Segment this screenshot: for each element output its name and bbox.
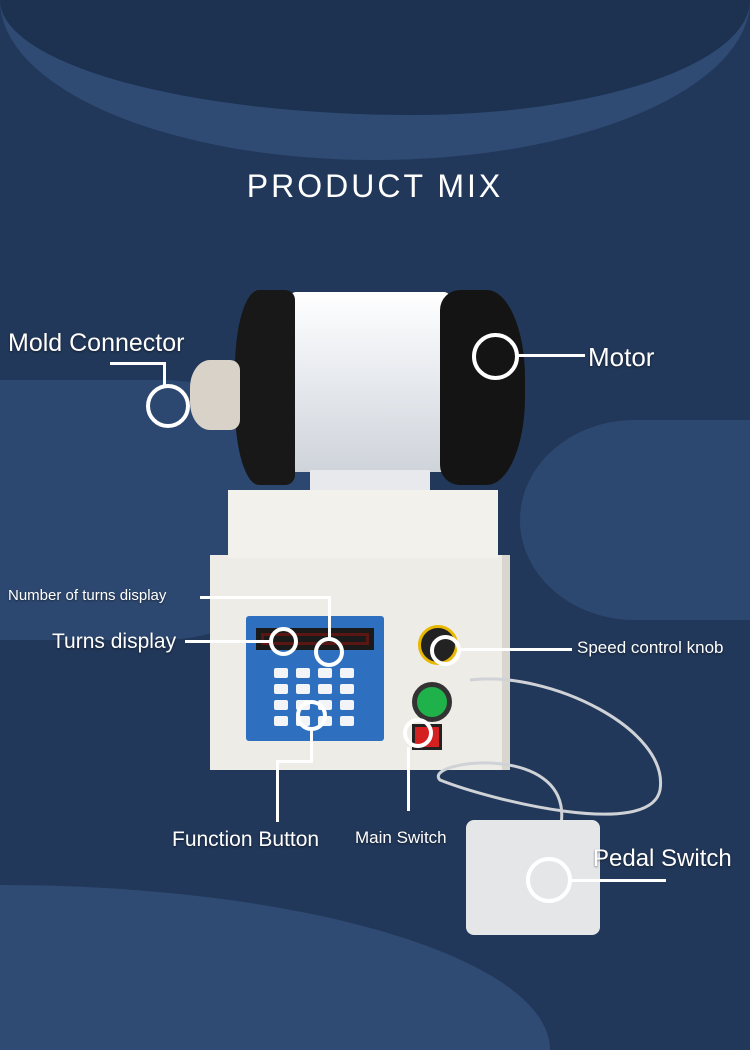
keypad-key[interactable]: [318, 684, 332, 694]
motor-rear-cap: [235, 290, 295, 485]
keypad-key[interactable]: [274, 668, 288, 678]
keypad-key[interactable]: [318, 700, 332, 710]
keypad-key[interactable]: [274, 684, 288, 694]
connector-line: [163, 362, 166, 387]
keypad-key[interactable]: [340, 684, 354, 694]
page-title: PRODUCT MIX: [246, 168, 504, 204]
label-number-of-turns-display: Number of turns display: [8, 587, 167, 604]
wave-decoration: [520, 420, 750, 620]
motor-body: [290, 292, 450, 472]
connector-line: [185, 640, 270, 643]
label-mold-connector: Mold Connector: [8, 329, 185, 357]
speed-knob-marker: [430, 635, 461, 666]
mold-connector-shaft: [190, 360, 240, 430]
base-box-top: [228, 490, 498, 558]
keypad-key[interactable]: [340, 668, 354, 678]
function-button-marker: [296, 700, 327, 731]
connector-line: [568, 879, 666, 882]
connector-line: [276, 760, 279, 822]
label-motor: Motor: [588, 342, 655, 372]
connector-line: [328, 596, 331, 638]
connector-line: [110, 362, 165, 365]
keypad-key[interactable]: [274, 716, 288, 726]
keypad-key[interactable]: [340, 700, 354, 710]
connector-line: [460, 648, 572, 651]
motor-endcap: [440, 290, 525, 485]
motor-marker: [472, 333, 519, 380]
number-of-turns-marker: [314, 637, 344, 667]
keypad-key[interactable]: [296, 684, 310, 694]
pedal-cable: [436, 677, 662, 831]
start-button[interactable]: [412, 682, 452, 722]
keypad-key[interactable]: [340, 716, 354, 726]
connector-line: [200, 596, 330, 599]
label-turns-display: Turns display: [52, 630, 177, 653]
connector-line: [310, 730, 313, 762]
pedal-switch-marker: [526, 857, 572, 903]
connector-line: [407, 747, 410, 811]
keypad-key[interactable]: [318, 668, 332, 678]
label-speed-control-knob: Speed control knob: [577, 638, 724, 657]
keypad-key[interactable]: [274, 700, 288, 710]
main-switch-marker: [403, 718, 433, 748]
connector-line: [517, 354, 585, 357]
connector-line: [276, 760, 313, 763]
label-function-button: Function Button: [172, 828, 320, 851]
label-main-switch: Main Switch: [355, 828, 447, 847]
turns-display-marker: [269, 627, 298, 656]
label-pedal-switch: Pedal Switch: [593, 845, 732, 872]
keypad-key[interactable]: [296, 668, 310, 678]
mold-connector-marker: [146, 384, 190, 428]
